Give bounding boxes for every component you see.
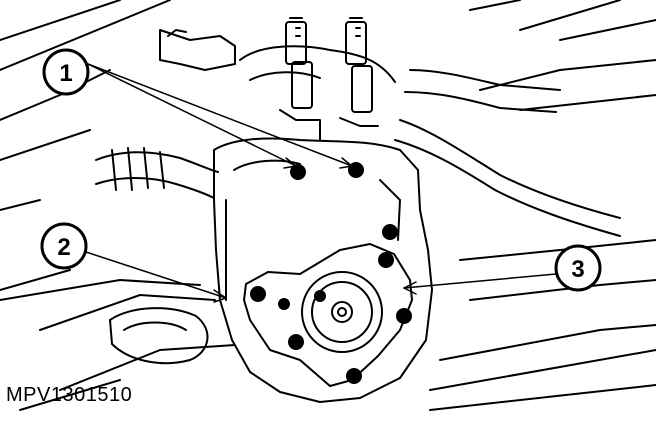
reference-code: MPV1301510 [6, 384, 133, 406]
callout-leaders [85, 63, 557, 303]
main-housing [213, 137, 433, 403]
callout-1: 1 [42, 48, 90, 96]
lower-mount [109, 307, 209, 365]
callout-3: 3 [554, 244, 602, 292]
callout-2-label: 2 [57, 234, 70, 261]
callout-1-label: 1 [59, 60, 72, 87]
hoses [95, 29, 621, 237]
callout-2: 2 [40, 222, 88, 270]
flange-plate [243, 243, 413, 387]
chassis-lines [0, 0, 656, 411]
callout-3-label: 3 [571, 256, 584, 283]
injector-group [239, 17, 396, 141]
